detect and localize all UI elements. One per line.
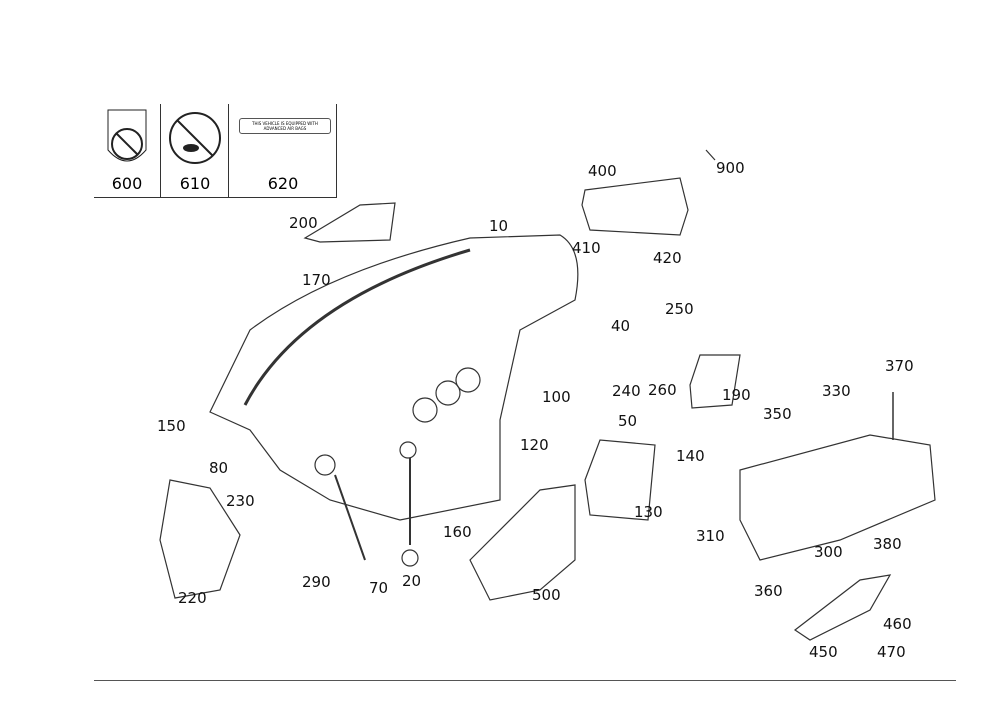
callout-220: 220 [178, 589, 207, 607]
callout-470: 470 [877, 643, 906, 661]
callout-50: 50 [618, 412, 638, 430]
callout-250: 250 [665, 300, 694, 318]
bracket-450 [793, 574, 892, 641]
callout-100: 100 [542, 388, 571, 406]
callout-230: 230 [226, 492, 255, 510]
callout-70: 70 [369, 579, 389, 597]
label-number: 610 [179, 174, 211, 193]
frame-190 [689, 354, 741, 409]
callout-400: 400 [588, 162, 617, 180]
callout-290: 290 [302, 573, 331, 591]
callout-420: 420 [653, 249, 682, 267]
callout-200: 200 [289, 214, 318, 232]
callout-330: 330 [822, 382, 851, 400]
callout-260: 260 [648, 381, 677, 399]
callout-130: 130 [634, 503, 663, 521]
glovebox-300 [739, 434, 936, 561]
callout-350: 350 [763, 405, 792, 423]
callout-160: 160 [443, 523, 472, 541]
callout-380: 380 [873, 535, 902, 553]
warning-labels-table: 600 610 THIS VEHICLE IS EQUIPPED WITH AD… [94, 104, 337, 198]
callout-10: 10 [489, 217, 509, 235]
cover-200 [303, 202, 396, 243]
callout-120: 120 [520, 436, 549, 454]
dashboard-defroster-strip [243, 248, 471, 406]
callout-190: 190 [722, 386, 751, 404]
callout-310: 310 [696, 527, 725, 545]
label-cell-610: 610 [160, 104, 229, 197]
callout-20: 20 [402, 572, 422, 590]
callout-140: 140 [676, 447, 705, 465]
trim-500 [469, 484, 576, 601]
airbag-warning-label-icon [169, 112, 221, 164]
callout-450: 450 [809, 643, 838, 661]
callout-360: 360 [754, 582, 783, 600]
label-number: 600 [111, 174, 143, 193]
label-cell-600: 600 [94, 104, 160, 197]
advanced-airbag-label-text: THIS VEHICLE IS EQUIPPED WITH ADVANCED A… [239, 118, 331, 134]
callout-370: 370 [885, 357, 914, 375]
callout-300: 300 [814, 543, 843, 561]
callout-900: 900 [716, 159, 745, 177]
frame-130 [584, 439, 656, 521]
callout-150: 150 [157, 417, 186, 435]
callout-40: 40 [611, 317, 631, 335]
footer-divider [94, 680, 956, 681]
label-number: 620 [267, 174, 299, 193]
label-cell-620: THIS VEHICLE IS EQUIPPED WITH ADVANCED A… [228, 104, 337, 197]
callout-460: 460 [883, 615, 912, 633]
dashboard-outline [209, 234, 579, 521]
child-seat-warning-label-icon [107, 109, 147, 162]
callout-500: 500 [532, 586, 561, 604]
display-400 [581, 177, 689, 236]
callout-170: 170 [302, 271, 331, 289]
callout-80: 80 [209, 459, 229, 477]
callout-240: 240 [612, 382, 641, 400]
callout-410: 410 [572, 239, 601, 257]
cover-220 [159, 479, 241, 599]
